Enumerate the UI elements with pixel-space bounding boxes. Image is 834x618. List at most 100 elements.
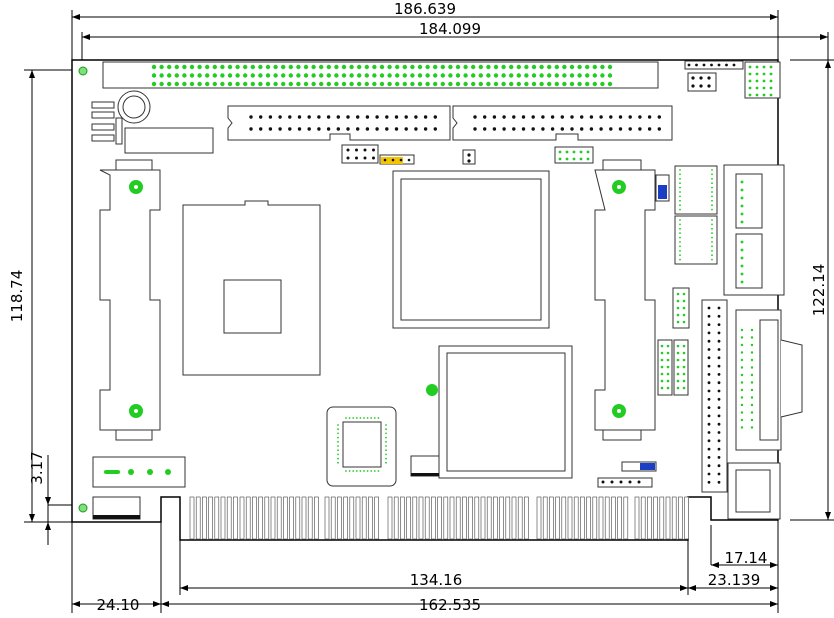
header-pin <box>762 72 766 76</box>
chip-pin <box>711 254 713 257</box>
header-pin <box>707 306 711 310</box>
ide-pin <box>336 115 340 119</box>
ide-pin <box>423 115 428 119</box>
header-pin <box>205 81 210 87</box>
header-pin <box>748 79 752 83</box>
port-pin <box>750 396 754 399</box>
ide-pin <box>326 127 331 131</box>
chip-pin <box>363 470 365 472</box>
header-pin <box>524 64 529 70</box>
header-pin <box>174 81 179 87</box>
header-pin <box>572 157 576 161</box>
chip-pin <box>385 432 387 435</box>
chip-pin <box>337 440 339 443</box>
bottom-left-pads <box>93 469 171 519</box>
header-pin <box>197 64 202 70</box>
header-pin <box>717 472 721 476</box>
port-pin <box>740 264 744 268</box>
gold-finger <box>671 496 677 540</box>
port-pin <box>740 381 744 384</box>
header-pin <box>682 306 686 310</box>
header-pin <box>769 79 773 83</box>
chip-pin <box>337 424 339 426</box>
chip-pin <box>355 470 358 472</box>
mounting-hole-top-left <box>78 66 88 76</box>
chip-pin <box>359 417 362 419</box>
gold-finger <box>239 496 245 540</box>
gold-finger <box>640 496 646 540</box>
port-pin <box>740 220 744 224</box>
header-pin <box>311 73 316 78</box>
header-pin <box>391 158 395 162</box>
header-pin <box>539 81 544 87</box>
header-pin <box>303 81 309 87</box>
dim-right-height: 122.14 <box>810 264 828 317</box>
header-pin <box>717 414 721 418</box>
gold-finger <box>647 496 652 540</box>
chip-pin <box>385 424 387 426</box>
gold-finger <box>202 496 207 540</box>
port-pin <box>750 343 754 347</box>
header-pin <box>478 81 483 87</box>
gold-finger <box>233 496 238 540</box>
header-pin <box>748 93 752 97</box>
port-pin <box>740 280 744 284</box>
header-pin <box>676 306 680 310</box>
header-pin <box>569 73 575 78</box>
ide-pin <box>404 115 408 119</box>
header-pin <box>258 81 263 87</box>
port-pin <box>740 426 744 429</box>
header-pin <box>417 73 423 78</box>
header-pin <box>410 64 415 70</box>
header-pin <box>440 64 445 70</box>
port-pin <box>740 358 744 362</box>
header-pin <box>167 81 172 87</box>
header-pin <box>349 81 354 87</box>
dim-bottom-right-a: 17.14 <box>725 549 768 567</box>
gold-finger <box>555 496 560 540</box>
chip-pin <box>711 223 713 226</box>
header-pin <box>364 81 369 87</box>
header-pin <box>341 81 347 87</box>
header-pin <box>717 348 721 351</box>
gold-finger <box>486 496 492 540</box>
header-pin <box>159 73 164 78</box>
header-pin <box>516 64 521 70</box>
gold-finger <box>468 496 473 540</box>
chip-pin <box>679 199 681 202</box>
chip-pin <box>352 470 355 472</box>
header-pin <box>205 73 210 78</box>
ide-pin <box>502 115 506 119</box>
gold-finger <box>330 496 336 540</box>
header-pin <box>676 358 680 362</box>
port-pin <box>740 196 744 200</box>
header-pin <box>383 158 387 162</box>
gold-finger <box>665 496 671 540</box>
header-pin <box>547 73 552 78</box>
gold-finger <box>301 496 307 540</box>
ide-pin <box>560 115 564 119</box>
top-right-pins <box>687 63 773 97</box>
header-pin <box>577 81 582 87</box>
header-pin <box>355 156 358 160</box>
ide-pin <box>385 127 389 131</box>
header-pin <box>205 64 210 70</box>
header-pin <box>579 157 583 161</box>
header-pin <box>666 351 670 355</box>
bottom-center-header <box>597 477 653 488</box>
header-pin <box>717 389 721 393</box>
header-pin <box>372 73 377 78</box>
chip-pin <box>679 219 681 221</box>
header-pin <box>682 344 686 348</box>
header-pin <box>600 81 605 87</box>
chip-pin <box>711 186 713 189</box>
gold-finger <box>586 496 591 540</box>
header-pin <box>762 79 766 83</box>
chip-pin <box>679 186 681 189</box>
header-pin <box>250 81 255 87</box>
ide-pin <box>570 127 574 131</box>
header-pin <box>687 63 691 67</box>
header-pin <box>516 81 521 87</box>
video-connector <box>735 309 803 451</box>
header-pin <box>220 64 225 70</box>
